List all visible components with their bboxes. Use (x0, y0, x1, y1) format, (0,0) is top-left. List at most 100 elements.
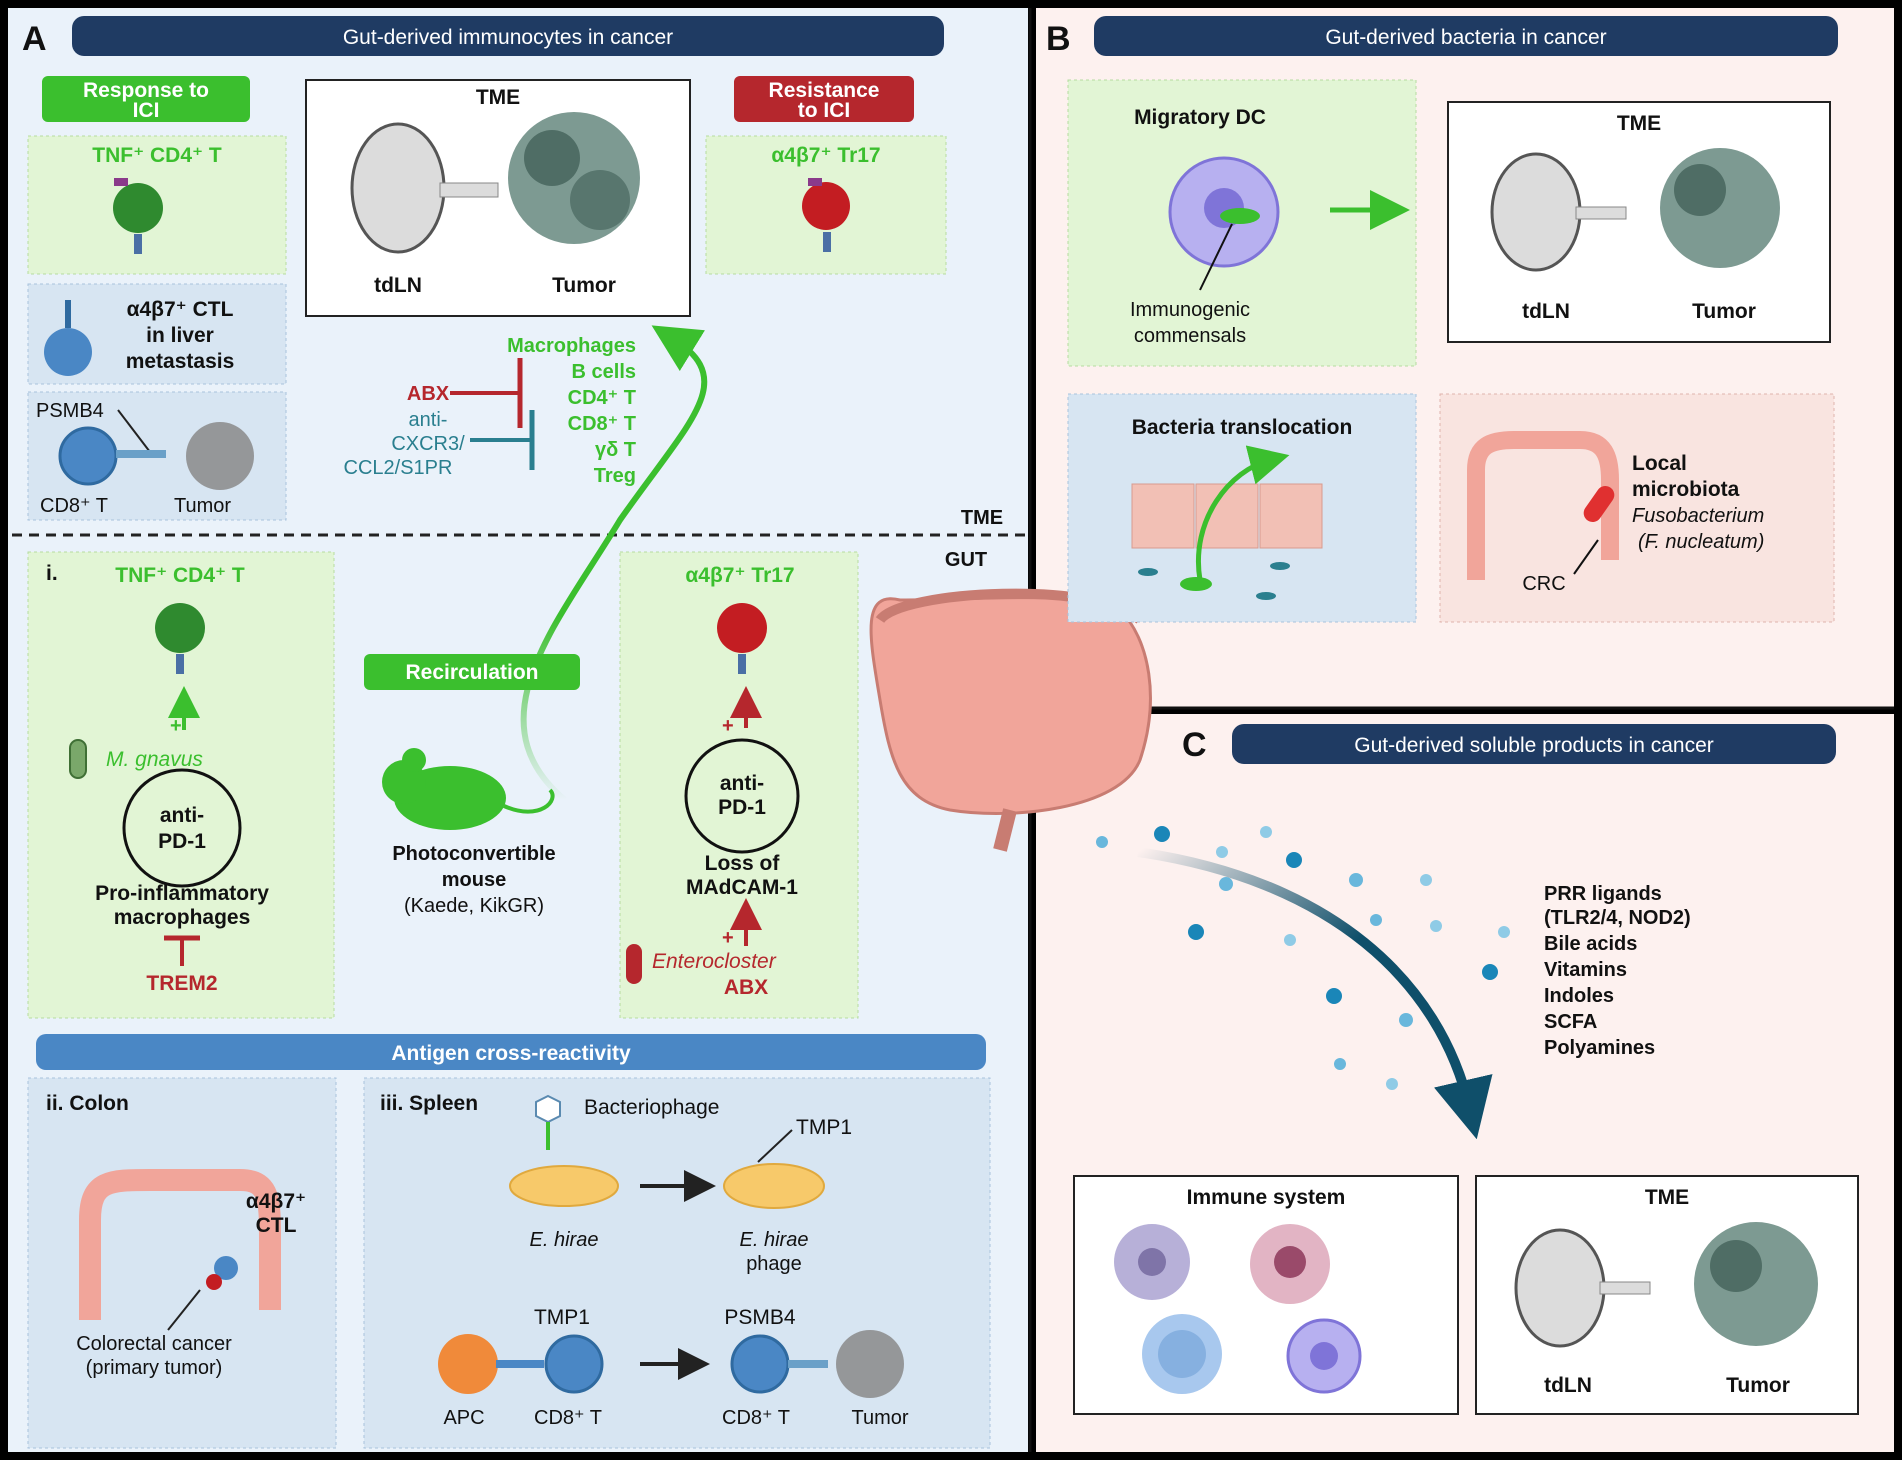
resistance-badge-line1: Resistance (769, 79, 880, 102)
i-label: i. (46, 562, 58, 585)
molecule-dot-9 (1188, 924, 1204, 940)
cd8-cell-spleen-icon (544, 1334, 604, 1394)
lumen-bacterium-1-icon (1138, 568, 1158, 576)
tumor-mass-c-icon (1694, 1222, 1818, 1346)
e-hirae-phage-line1: E. hirae (740, 1229, 809, 1251)
e-hirae-phage-line2: phage (746, 1253, 802, 1275)
abx-label-top: ABX (407, 383, 450, 405)
molecule-dot-5 (1286, 852, 1302, 868)
product-5: SCFA (1544, 1011, 1597, 1033)
pro-inflammatory-line1: Pro-inflammatory (95, 882, 269, 905)
tmp1-label-bottom: TMP1 (534, 1306, 590, 1329)
psmb4-label: PSMB4 (36, 400, 104, 422)
immune-system-label: Immune system (1187, 1186, 1346, 1209)
recirculation-badge (364, 654, 580, 690)
spleen-label: iii. Spleen (380, 1092, 478, 1115)
resistance-badge-line2: to ICI (798, 99, 851, 122)
molecule-dot-16 (1399, 1013, 1413, 1027)
abx-label-gut: ABX (724, 976, 768, 999)
cell-list-5: Treg (594, 465, 636, 487)
receptor-icon (114, 178, 128, 186)
molecule-dot-6 (1219, 877, 1233, 891)
apc-label: APC (443, 1407, 484, 1429)
cross-header: Antigen cross-reactivity (391, 1042, 631, 1065)
mouse-ear-icon (402, 748, 426, 772)
anti-pd1-line2: PD-1 (158, 830, 206, 853)
resistance-badge (734, 76, 914, 122)
cd8-label-spleen: CD8⁺ T (534, 1407, 602, 1429)
tme-title-a: TME (476, 86, 520, 109)
lymph-node-icon (350, 122, 446, 254)
tnf-cd4-label-top: TNF⁺ CD4⁺ T (92, 144, 222, 167)
commensals-line1: Immunogenic (1130, 299, 1250, 321)
colon-ctl-cell-icon (214, 1256, 238, 1280)
product-6: Polyamines (1544, 1037, 1655, 1059)
synapse-icon (116, 450, 166, 458)
fusobacterium-icon (1583, 485, 1615, 523)
apc-icon (438, 1334, 498, 1394)
lymph-node-c-icon (1514, 1228, 1606, 1348)
tumor-label-a: Tumor (552, 274, 616, 297)
recirculation-arrow (520, 325, 708, 803)
molecule-dot-1 (1096, 836, 1108, 848)
tnf-cd4-cell-gut-icon (155, 603, 205, 653)
epithelium-cell-3-icon (1259, 483, 1323, 549)
panel-b-letter: B (1046, 20, 1071, 58)
molecule-dot-4 (1260, 826, 1272, 838)
panel-a-letter: A (22, 20, 47, 58)
fusobacterium-label: Fusobacterium (1632, 505, 1764, 527)
commensals-line2: commensals (1134, 325, 1246, 347)
intestine-icon (869, 596, 1152, 815)
cell-list-2: CD4⁺ T (568, 387, 636, 409)
commensal-icon (1220, 208, 1260, 224)
anti-line-2: CCL2/S1PR (344, 457, 453, 479)
epithelium-cell-1-icon (1131, 483, 1195, 549)
tme-title-b: TME (1617, 112, 1661, 135)
migratory-dc-label: Migratory DC (1134, 106, 1266, 129)
molecule-dot-7 (1349, 873, 1363, 887)
dendritic-nucleus-icon (1310, 1342, 1338, 1370)
bacteriophage-label: Bacteriophage (584, 1096, 719, 1119)
ctl-liver-line3: metastasis (126, 350, 235, 373)
lymph-node-b-icon (1490, 152, 1582, 272)
panel-b-header-bar (1094, 16, 1838, 56)
local-microbiota-line1: Local (1632, 452, 1687, 475)
recirculation-label: Recirculation (405, 661, 538, 684)
molecule-dot-3 (1216, 846, 1228, 858)
tdln-label-c: tdLN (1544, 1374, 1592, 1397)
pro-inflammatory-line2: macrophages (114, 906, 251, 929)
ctl-cell-icon (44, 328, 92, 376)
plus-green: + (170, 715, 182, 737)
tr17-cell-icon (802, 182, 850, 230)
response-badge-line2: ICI (133, 99, 160, 122)
molecule-dot-11 (1370, 914, 1382, 926)
product-1: (TLR2/4, NOD2) (1544, 907, 1691, 929)
mouse-sublabel: (Kaede, KikGR) (404, 895, 544, 917)
panel-a-header-bar (72, 16, 944, 56)
tnf-cd4-label-gut: TNF⁺ CD4⁺ T (115, 564, 245, 587)
lymph-node-vessel-icon (439, 182, 499, 198)
molecule-dot-13 (1498, 926, 1510, 938)
molecule-dot-14 (1482, 964, 1498, 980)
colon-box (27, 1077, 337, 1449)
tr17-tcr-icon (823, 232, 831, 252)
loss-madcam-line2: MAdCAM-1 (686, 876, 798, 899)
cell-list-1: B cells (572, 361, 636, 383)
crc-label-line1: Colorectal cancer (76, 1333, 232, 1355)
psmb4-label-spleen: PSMB4 (724, 1306, 796, 1329)
translocating-bacterium-icon (1180, 577, 1212, 591)
molecule-dot-18 (1386, 1078, 1398, 1090)
tumor-cell-icon (186, 422, 254, 490)
crc-label-line2: (primary tumor) (86, 1357, 223, 1379)
crc-label-b: CRC (1522, 573, 1565, 595)
tumor-label-spleen: Tumor (851, 1407, 908, 1429)
loss-madcam-line1: Loss of (705, 852, 781, 875)
psmb4-pointer (117, 409, 151, 453)
product-3: Vitamins (1544, 959, 1627, 981)
tumor-mass-c-detail-icon (1710, 1240, 1762, 1292)
anti-pd1-gut-line2: PD-1 (718, 796, 766, 819)
translocation-label: Bacteria translocation (1132, 416, 1353, 439)
neutrophil-nucleus-icon (1274, 1246, 1306, 1278)
anti-line-0: anti- (409, 409, 448, 431)
tmp1-pointer-top (757, 1129, 793, 1163)
